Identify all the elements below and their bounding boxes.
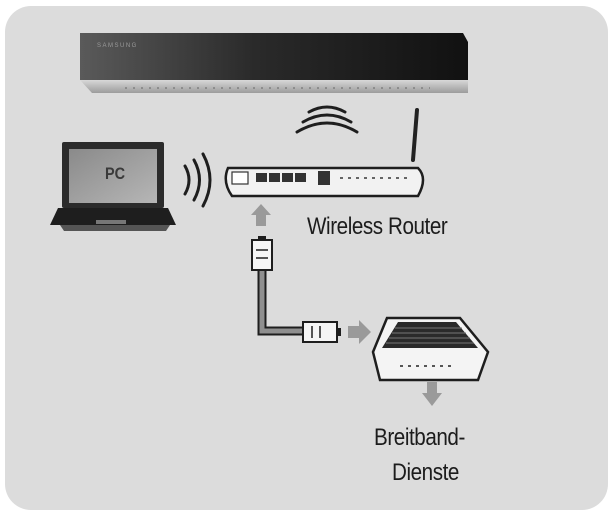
blu-ray-player-icon <box>80 33 468 93</box>
broadband-label-line-1: Breitband- <box>374 424 465 451</box>
wifi-signal-icon <box>183 152 212 208</box>
broadband-label-line-2: Dienste <box>391 459 459 486</box>
wireless-router-icon <box>224 108 425 198</box>
connection-arrow <box>422 382 442 406</box>
broadband-modem-icon <box>371 316 490 382</box>
broadband-label: Breitband- Dienste <box>374 420 465 490</box>
connection-arrow <box>251 204 271 226</box>
player-brand-logo: SAMSUNG <box>97 43 138 49</box>
wifi-signal-icon <box>295 105 359 134</box>
laptop-icon <box>50 142 176 231</box>
pc-label: PC <box>104 164 126 183</box>
connection-arrow <box>348 320 371 344</box>
ethernet-cable <box>251 236 341 343</box>
router-label: Wireless Router <box>307 213 448 240</box>
